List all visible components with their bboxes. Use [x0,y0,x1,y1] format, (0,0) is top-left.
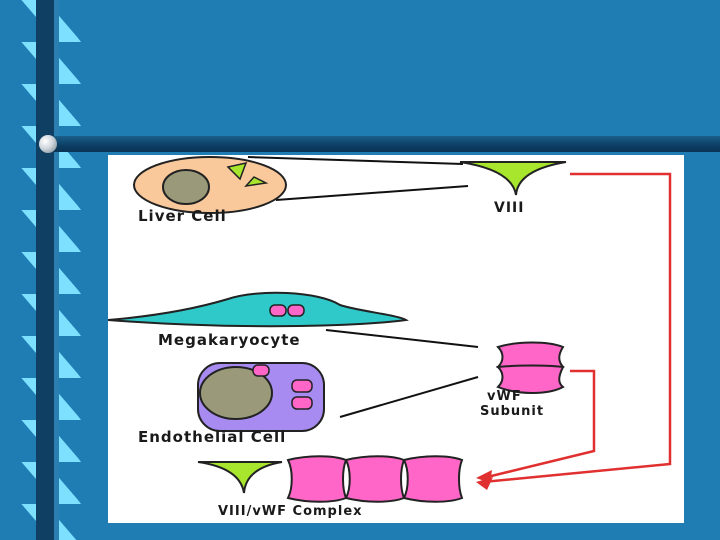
megakaryocyte-vwf-granule-1 [269,304,287,317]
endothelial-cell-label: Endothelial Cell [138,428,287,446]
liver-cell-label: Liver Cell [138,207,227,225]
vwf-subunit-lower [495,364,565,394]
endothelial-vwf-granule-1 [252,364,270,377]
left-ribbon-decoration [0,0,100,540]
vwf-subunit-label-line2: Subunit [480,404,545,419]
megakaryocyte-vwf-granule-2 [287,304,305,317]
liver-cell-nucleus [162,169,210,205]
viii-molecule [459,161,567,196]
title-divider [48,136,720,152]
endothelial-cell-nucleus [199,366,273,420]
complex-vwf-unit-1 [286,455,348,503]
endothelial-vwf-granule-3 [291,396,313,410]
megakaryocyte-label: Megakaryocyte [158,331,301,349]
coagulation-diagram [108,155,684,523]
vwf-to-complex-arrow [482,369,596,480]
arrowhead-lower [476,477,493,490]
complex-label: VIII/vWF Complex [218,504,363,519]
liver-cell [133,156,287,214]
divider-bead [39,135,57,153]
complex-vwf-unit-2 [344,455,406,503]
viii-vwf-complex [197,455,464,503]
liver-to-viii-line-top [247,156,464,165]
endothelial-vwf-granule-2 [291,379,313,393]
viii-to-complex-arrow [482,172,672,484]
viii-label: VIII [494,200,525,216]
megakaryocyte-to-vwf-line [325,329,479,348]
complex-vwf-unit-3 [402,455,464,503]
vwf-subunit-label-line1: vWF [487,389,522,404]
endothelial-to-vwf-line [339,376,479,418]
megakaryocyte-cell [108,291,409,328]
liver-viii-granule-1 [226,161,248,181]
liver-to-viii-line-bottom [275,185,469,201]
endothelial-cell [197,362,325,432]
liver-viii-granule-2 [244,176,269,188]
